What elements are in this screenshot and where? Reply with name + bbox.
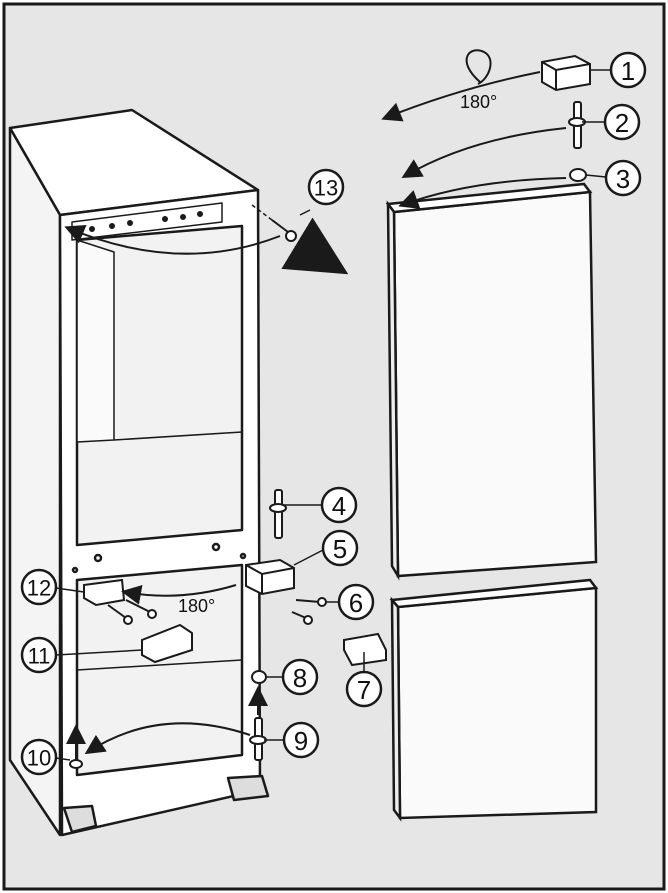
callout-10: 10 (27, 746, 51, 771)
part-cover-11 (141, 623, 193, 664)
callout-5-circle (321, 529, 359, 567)
callout-1-circle (609, 51, 647, 89)
part-bracket-12 (83, 578, 126, 607)
part-hinge-pin-2 (568, 101, 586, 149)
callout-9: 9 (294, 726, 308, 756)
part-hinge-block-1 (541, 54, 591, 92)
arrow-part-9-10 (84, 722, 251, 755)
callout-8: 8 (293, 663, 307, 693)
callout-11-circle (20, 636, 58, 674)
arrow-part-1 (381, 71, 541, 122)
rotation-label-bottom: 180° (178, 596, 215, 616)
callout-12: 12 (27, 576, 51, 601)
arrow-rotate-12 (121, 584, 237, 605)
callout-7-circle (345, 670, 383, 708)
callout-4: 4 (332, 491, 346, 521)
rotation-label-top: 180° (460, 92, 497, 112)
callout-1: 1 (621, 56, 635, 86)
callout-2-circle (603, 103, 641, 141)
appliance-cabinet (8, 108, 270, 837)
rotation-loop-icon (465, 49, 492, 85)
upper-door (385, 182, 598, 581)
part-washer-8 (251, 670, 267, 684)
callout-6-circle (337, 583, 375, 621)
callout-13-circle (307, 168, 345, 206)
arrow-part-13 (64, 224, 281, 255)
part-hinge-block-5 (245, 558, 295, 596)
callout-6: 6 (349, 588, 363, 618)
callout-5: 5 (333, 534, 347, 564)
callout-13: 13 (314, 176, 338, 201)
part-hinge-pin-4 (269, 489, 287, 539)
arrow-part-2 (401, 127, 567, 179)
callout-2: 2 (615, 108, 629, 138)
lower-door (389, 578, 599, 822)
part-hinge-pin-9 (249, 717, 267, 761)
arrow-remove-door (281, 217, 349, 275)
part-screws-6 (291, 597, 327, 625)
part-screws-12 (107, 599, 157, 625)
callout-9-circle (282, 721, 320, 759)
callout-4-circle (320, 486, 358, 524)
callout-10-circle (20, 738, 58, 776)
callout-11: 11 (28, 644, 51, 669)
callout-3-circle (604, 159, 642, 197)
callout-3: 3 (616, 164, 630, 194)
part-washer-10 (69, 759, 83, 769)
arrow-part-3 (398, 177, 567, 209)
callout-8-circle (281, 658, 319, 696)
callout-12-circle (20, 568, 58, 606)
part-cover-7 (343, 632, 387, 667)
part-washer-3 (569, 168, 587, 182)
callout-7: 7 (357, 675, 371, 705)
